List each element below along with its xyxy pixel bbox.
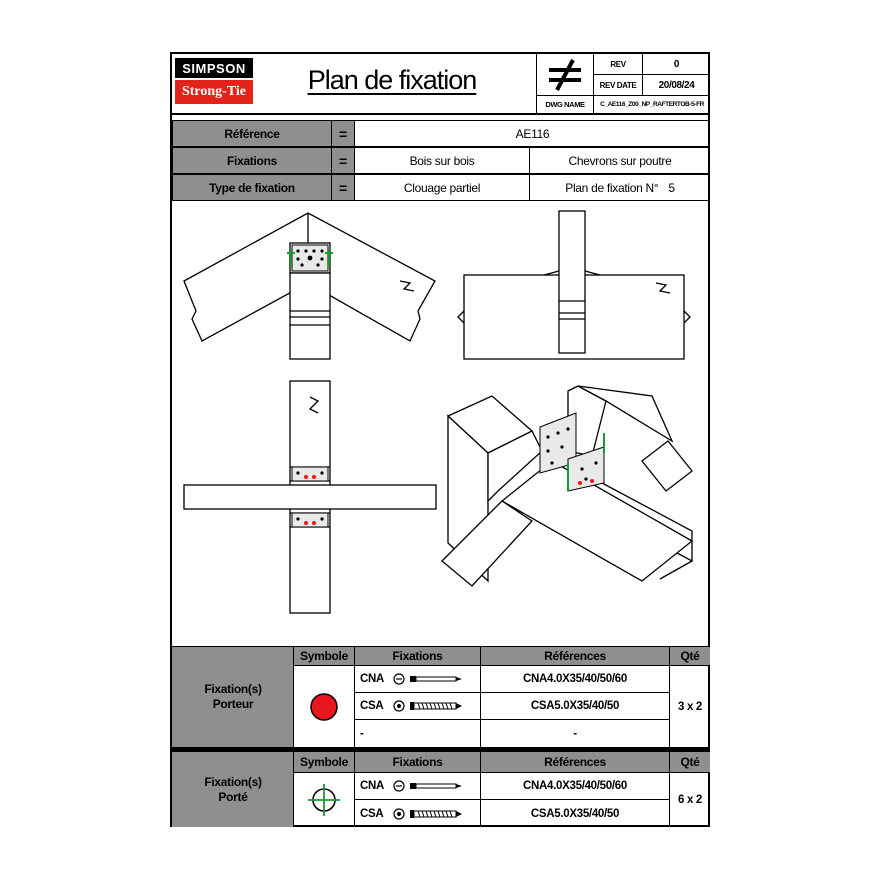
rev-date-value: 20/08/24 (642, 74, 710, 96)
drawing-sheet: SIMPSON Strong-Tie Plan de fixation REV … (170, 52, 710, 827)
info-type-value2: Plan de fixation N° 5 (529, 174, 710, 201)
info-type-eq: = (331, 174, 355, 201)
table1-row1-ref: CNA4.0X35/40/50/60 (480, 665, 670, 693)
rev-value: 0 (642, 54, 710, 75)
dwg-name-value: C_AE116_Z00_NP_RAFTERTOB-5-FR (593, 95, 710, 114)
table2-row2-fixation: CSA (354, 799, 481, 827)
table1-group-header (172, 646, 294, 748)
table1-col-fixations: Fixations (354, 646, 481, 666)
table2-symbol-cell (293, 772, 355, 827)
dwg-name-label: DWG NAME (536, 95, 594, 114)
red-dot-symbol-icon (310, 692, 338, 721)
nail-icon (393, 673, 462, 685)
info-fixations-eq: = (331, 147, 355, 174)
connector-plates (287, 244, 605, 528)
info-type-label: Type de fixation (172, 174, 332, 201)
info-reference-eq: = (331, 120, 355, 147)
table1-row3-fixation: - (354, 719, 481, 748)
table-separator (172, 748, 708, 751)
plan-number-value: 5 (668, 180, 675, 195)
table2-qty: 6 x 2 (669, 772, 710, 827)
logo-strongtie: Strong-Tie (175, 80, 253, 104)
screw-icon (393, 700, 462, 712)
info-reference-label: Référence (172, 120, 332, 147)
technical-drawing (183, 210, 694, 614)
not-equal-box (536, 54, 594, 96)
table1-group-label: Fixation(s) Porteur (204, 682, 262, 711)
info-fixations-label: Fixations (172, 147, 332, 174)
page-title: Plan de fixation (307, 64, 478, 95)
nail-icon (393, 780, 462, 792)
table2-group-header (172, 751, 294, 827)
table2-col-symbole: Symbole (293, 751, 355, 773)
rev-label: REV (593, 54, 643, 75)
table2-group-label: Fixation(s) Porté (204, 775, 262, 804)
table2-col-qte: Qté (669, 751, 710, 773)
table2-row1-type: CNA (360, 780, 385, 792)
table2-row1-ref: CNA4.0X35/40/50/60 (480, 772, 670, 800)
table1-row3-ref: - (480, 719, 670, 748)
screw-icon (393, 807, 462, 820)
table1-col-symbole: Symbole (293, 646, 355, 666)
table1-symbol-cell (293, 665, 355, 748)
table1-row1-type: CNA (360, 673, 385, 685)
rev-date-label: REV DATE (593, 74, 643, 96)
info-reference-value: AE116 (354, 120, 710, 147)
table2-row1-fixation: CNA (354, 772, 481, 800)
table1-row2-type: CSA (360, 700, 384, 712)
table2-row2-type: CSA (360, 807, 384, 820)
logo: SIMPSON Strong-Tie (175, 58, 253, 108)
table1-qty: 3 x 2 (669, 665, 710, 748)
crosshair-symbol-icon (308, 784, 340, 816)
logo-simpson: SIMPSON (175, 58, 253, 78)
plan-number-label: Plan de fixation N° (565, 180, 659, 195)
table1-row2-ref: CSA5.0X35/40/50 (480, 692, 670, 720)
front-view-rafters (183, 212, 436, 360)
table1-row2-fixation: CSA (354, 692, 481, 720)
info-type-value1: Clouage partiel (354, 174, 530, 201)
table2-col-references: Références (480, 751, 670, 773)
not-equal-icon (549, 59, 581, 91)
header-divider (172, 113, 708, 115)
table1-col-qte: Qté (669, 646, 710, 666)
side-view (457, 210, 691, 360)
top-view-cross (183, 380, 437, 614)
table1-row1-fixation: CNA (354, 665, 481, 693)
info-fixations-value2: Chevrons sur poutre (529, 147, 710, 174)
table2-row2-ref: CSA5.0X35/40/50 (480, 799, 670, 827)
table1-col-references: Références (480, 646, 670, 666)
info-fixations-value1: Bois sur bois (354, 147, 530, 174)
table2-col-fixations: Fixations (354, 751, 481, 773)
